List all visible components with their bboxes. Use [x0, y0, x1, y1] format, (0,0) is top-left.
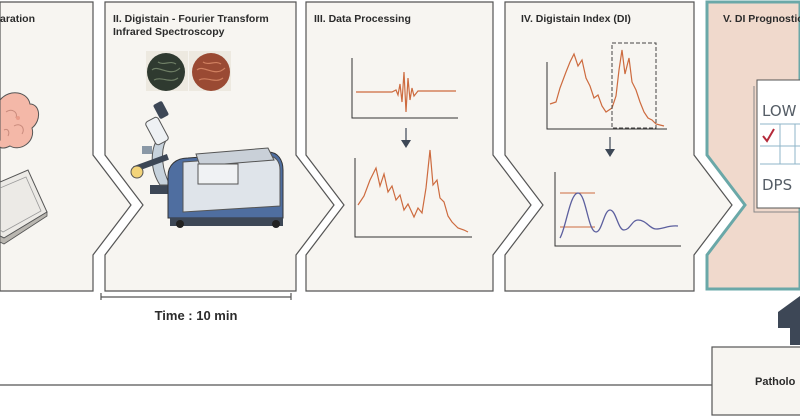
- stage-panel-4: [504, 1, 733, 292]
- stage-5-title: V. DI Prognostic: [723, 13, 800, 25]
- glass-slide-icon: [0, 169, 48, 245]
- sample-image-stained-icon: [189, 51, 231, 91]
- time-bracket: [100, 293, 292, 300]
- di-ratio-plot: [554, 172, 681, 247]
- processing-arrow-down: [401, 128, 411, 148]
- di-spectrum-plot: [546, 42, 667, 130]
- prognostic-report-sheet: [753, 79, 800, 213]
- stage-1-title: aration: [0, 13, 35, 25]
- report-top-text: LOW: [762, 102, 797, 120]
- stage-2-title: II. Digistain - Fourier Transform Infrar…: [113, 13, 272, 38]
- processed-spectrum-plot: [354, 149, 472, 238]
- stage-panel-2: [104, 1, 335, 292]
- pathology-label: Patholo: [755, 376, 796, 388]
- index-arrow-down: [605, 137, 615, 157]
- stage-3-title: III. Data Processing: [314, 13, 411, 25]
- interferogram-plot: [351, 58, 458, 119]
- report-bottom-text: DPS: [762, 176, 792, 194]
- pathology-box: [711, 346, 800, 416]
- stage-4-title: IV. Digistain Index (DI): [521, 13, 631, 25]
- time-label: Time : 10 min: [155, 308, 238, 323]
- region-of-interest-box: [611, 42, 657, 129]
- ftir-instrument-icon: [167, 147, 284, 228]
- tissue-sample-icon: [0, 92, 39, 149]
- pathology-up-arrow: [778, 296, 800, 345]
- sample-image-unstained-icon: [146, 51, 188, 91]
- stage-panel-3: [305, 1, 532, 292]
